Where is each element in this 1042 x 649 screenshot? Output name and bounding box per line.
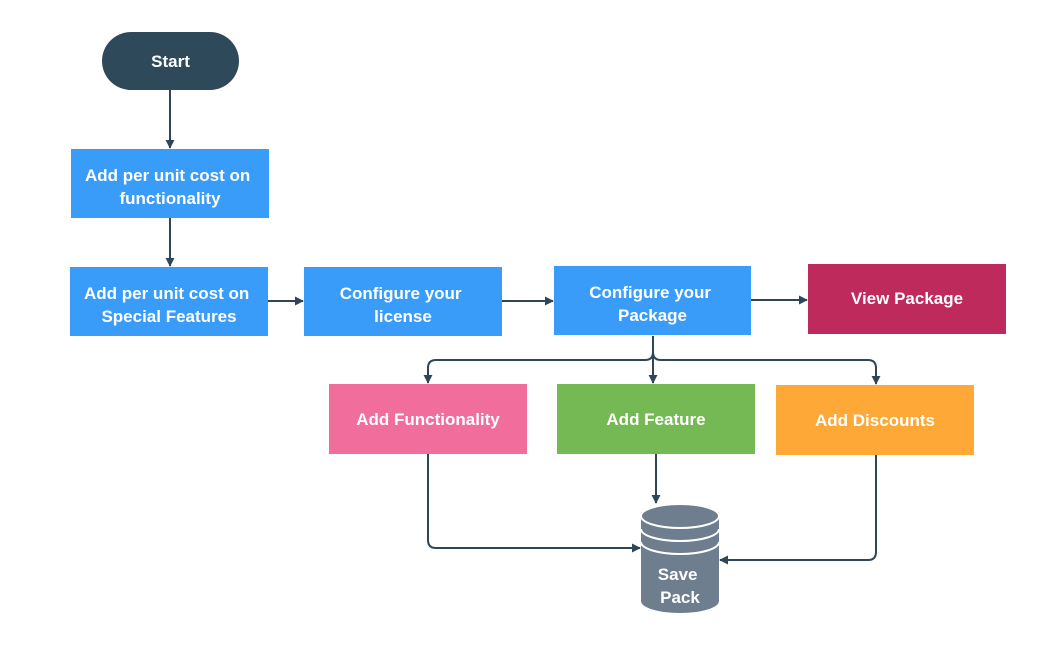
process-add-functionality-shape: [329, 384, 527, 454]
process-unit-cost-special-features: Add per unit cost on Special Features: [70, 267, 268, 336]
process-configure-license: Configure your license: [304, 267, 502, 336]
process-unit-cost-functionality-shape: [71, 149, 269, 218]
add-discounts-label: Add Discounts: [815, 411, 935, 430]
process-configure-package: Configure your Package: [554, 266, 751, 335]
process-configure-license-shape: [304, 267, 502, 336]
svg-text:Add Feature: Add Feature: [606, 410, 705, 429]
save-pack-line-1: Save: [658, 565, 698, 584]
process-add-feature-shape: [557, 384, 755, 454]
view-package-label: View Package: [851, 289, 963, 308]
save-pack-line-2: Pack: [660, 588, 700, 607]
connector-add-discounts-to-save-pack: [719, 455, 877, 565]
database-ring-2: [640, 541, 720, 555]
start-label: Start: [151, 52, 190, 71]
connector-package-to-add-discounts: [652, 336, 881, 385]
svg-text:Configure your Package: Configure your Package: [589, 283, 716, 325]
process-unit-cost-special-features-shape: [70, 267, 268, 336]
svg-text:Add per unit cost on fun: Add per unit cost on functionality: [85, 166, 255, 208]
database-top: [640, 503, 720, 529]
process-view-package-shape: [808, 264, 1006, 334]
add-feature-label: Add Feature: [606, 410, 705, 429]
database-ring-1: [640, 528, 720, 542]
process-add-discounts: Add Discounts: [776, 385, 974, 455]
connector-package-to-add-functionality: [423, 336, 654, 384]
unit-cost-functionality-line-2: functionality: [119, 189, 221, 208]
process-configure-package-shape: [554, 266, 751, 335]
process-unit-cost-functionality: Add per unit cost on functionality: [71, 149, 269, 218]
add-functionality-label: Add Functionality: [356, 410, 500, 429]
svg-text:Add Functionality: Add Functionality: [356, 410, 500, 429]
process-add-discounts-shape: [776, 385, 974, 455]
svg-text:View Package: View Package: [851, 289, 963, 308]
configure-package-line-1: Configure your: [589, 283, 711, 302]
process-add-functionality: Add Functionality: [329, 384, 527, 454]
configure-license-line-2: license: [374, 307, 432, 326]
svg-text:Add Discounts: Add Discounts: [815, 411, 935, 430]
svg-text:Configure your license: Configure your license: [340, 284, 467, 326]
start-node: Start: [102, 32, 239, 90]
configure-license-line-1: Configure your: [340, 284, 462, 303]
process-add-feature: Add Feature: [557, 384, 755, 454]
unit-cost-special-line-2: Special Features: [101, 307, 236, 326]
svg-text:Add per unit cost on Spe: Add per unit cost on Special Features: [84, 284, 254, 326]
svg-text:Save Pack: Save Pack: [658, 565, 702, 607]
save-pack-database: Save Pack: [640, 503, 720, 613]
unit-cost-functionality-line-1: Add per unit cost on: [85, 166, 250, 185]
unit-cost-special-line-1: Add per unit cost on: [84, 284, 249, 303]
process-view-package: View Package: [808, 264, 1006, 334]
connector-add-functionality-to-save-pack: [427, 454, 641, 553]
svg-text:Start: Start: [151, 52, 190, 71]
database-body: [641, 504, 719, 613]
configure-package-line-2: Package: [618, 306, 687, 325]
connectors: [165, 90, 881, 565]
start-shape: [102, 32, 239, 90]
